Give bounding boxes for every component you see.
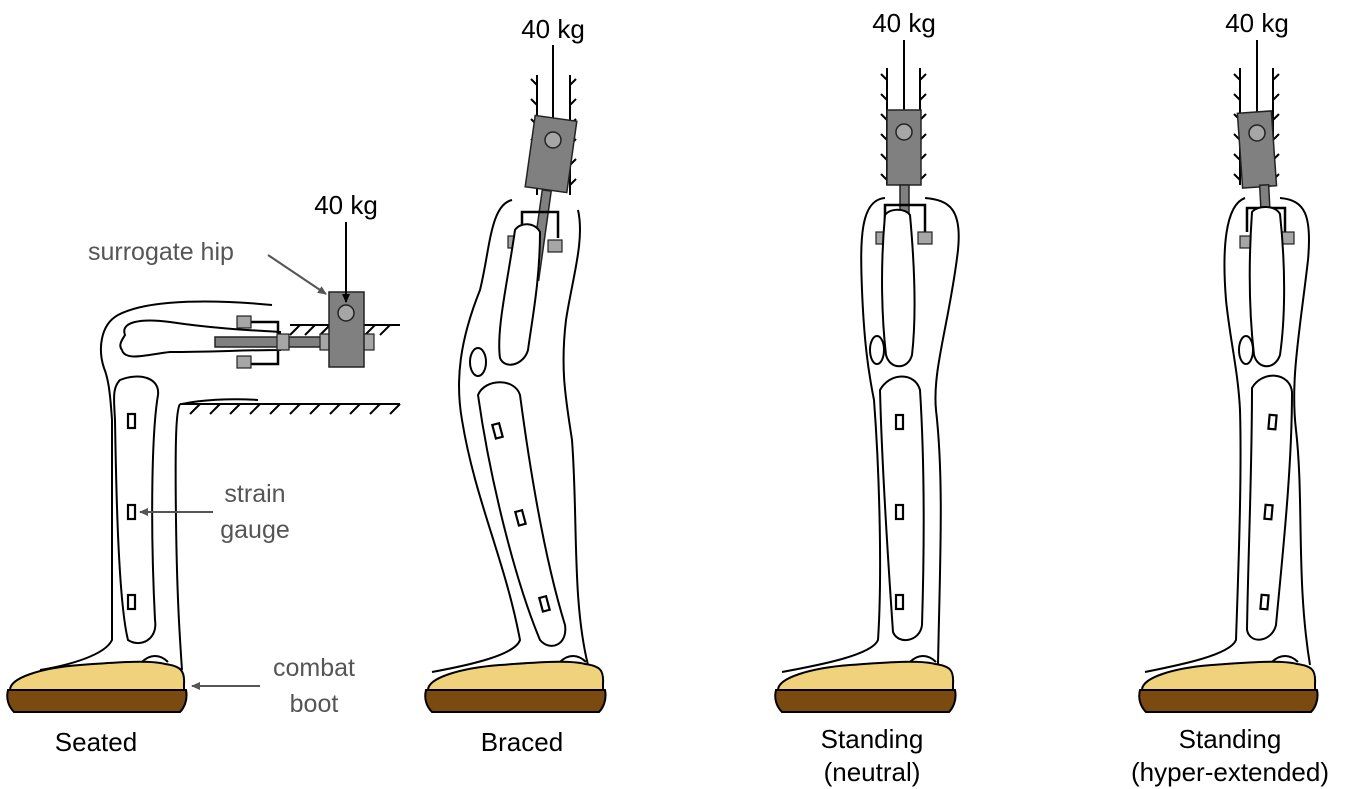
hyper-femur [1250, 207, 1284, 366]
caption-seated: Seated [55, 727, 137, 757]
boot-annotation-line2: boot [290, 690, 339, 718]
seated-combat-boot [7, 656, 186, 712]
hyper-strain-gauge-1 [1268, 415, 1276, 430]
gauge-annotation-line2: gauge [220, 516, 290, 544]
neutral-load-label: 40 kg [872, 8, 936, 38]
neutral-patella [870, 336, 884, 364]
caption-standing-hyper-line1: Standing [1179, 724, 1282, 754]
neutral-femur [882, 210, 914, 367]
hyper-strain-gauge-3 [1260, 595, 1268, 610]
caption-braced: Braced [481, 727, 563, 757]
caption-standing-hyper-line2: (hyper-extended) [1131, 757, 1329, 787]
seated-strain-gauge-2 [128, 505, 135, 519]
braced-combat-boot [425, 656, 605, 712]
panel-seated: 40 kg surrogate hip strain gauge combat … [7, 190, 400, 757]
panel-standing-hyperextended: 40 kg Standing (hyper-extended) [1131, 8, 1329, 787]
seated-strain-gauge-1 [128, 414, 135, 428]
boot-annotation-line1: combat [273, 654, 355, 682]
braced-load-label: 40 kg [521, 14, 585, 44]
surrogate-hip-block [329, 292, 364, 367]
seated-strain-gauge-3 [128, 595, 135, 609]
hyper-strain-gauge-2 [1264, 505, 1272, 520]
hyper-combat-boot [1139, 656, 1317, 712]
neutral-strain-gauge-2 [896, 505, 903, 519]
hyper-load-label: 40 kg [1225, 8, 1289, 38]
hip-annotation: surrogate hip [88, 238, 234, 266]
caption-standing-neutral-line2: (neutral) [824, 757, 921, 787]
braced-femur [499, 224, 540, 364]
gauge-annotation-line1: strain [224, 480, 285, 508]
neutral-leg-skin [782, 198, 959, 672]
neutral-strain-gauge-3 [896, 595, 903, 609]
panel-braced: 40 kg Braced [425, 14, 605, 757]
panel-standing-neutral: 40 kg Standing (neutral) [775, 8, 959, 787]
neutral-combat-boot [775, 656, 955, 712]
caption-standing-neutral-line1: Standing [821, 724, 924, 754]
hip-annotation-arrow [268, 255, 326, 294]
seated-load-label: 40 kg [314, 190, 378, 220]
hyper-patella [1239, 336, 1253, 364]
neutral-strain-gauge-1 [896, 415, 903, 429]
braced-patella [470, 348, 486, 376]
